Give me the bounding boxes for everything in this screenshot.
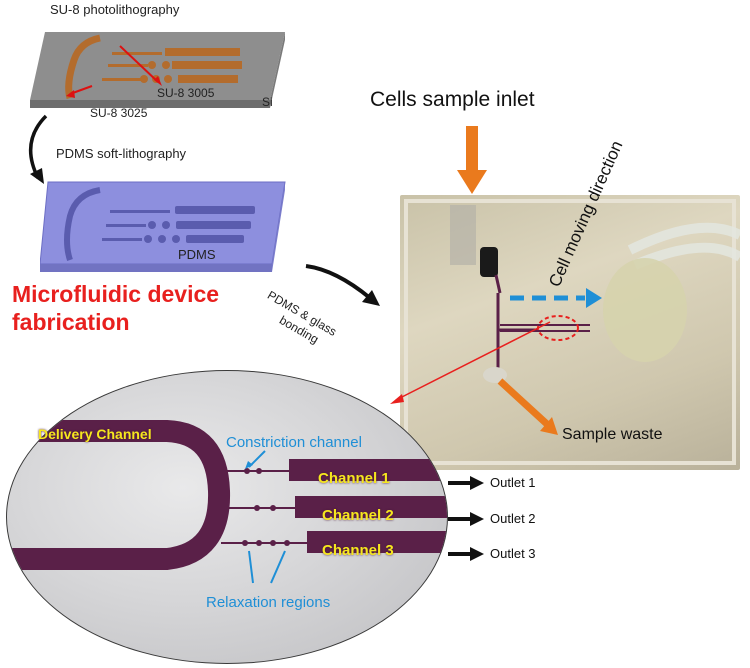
delivery-channel-label: Delivery Channel [38,426,152,442]
constriction-channel-label: Constriction channel [226,434,362,451]
microscope-channels-illustration [7,420,447,584]
sample-waste-label: Sample waste [562,426,663,443]
relaxation-regions-label: Relaxation regions [206,594,331,611]
channel-2-label: Channel 2 [322,507,394,524]
outlet-2-label: Outlet 2 [490,511,536,526]
su8-photolithography-label: SU-8 photolithography [50,2,180,17]
pdms-label: PDMS [178,247,216,262]
curved-arrow-down-icon [28,114,48,184]
outlet-2-arrow-icon [470,512,484,526]
outlet-arrows [448,476,484,561]
su8-3005-label: SU-8 3005 [157,86,215,100]
si-wafer-illustration [30,32,285,108]
device-photo [400,195,740,470]
channel-1-label: Channel 1 [318,470,390,487]
pdms-chip-illustration [40,181,286,272]
inlet-arrow-icon [457,126,487,194]
zoom-pointer-line [390,321,551,404]
bonding-arrow-icon [305,264,380,306]
cells-sample-inlet-label: Cells sample inlet [370,88,535,111]
fabrication-title-line2: fabrication [12,309,130,335]
fabrication-title-line1: Microfluidic device [12,281,220,307]
outlet-3-arrow-icon [470,547,484,561]
pdms-soft-lithography-label: PDMS soft-lithography [56,146,187,161]
microscope-view [6,370,448,664]
outlet-3-label: Outlet 3 [490,546,536,561]
si-label: Si [262,95,273,109]
outlet-1-arrow-icon [470,476,484,490]
channel-3-label: Channel 3 [322,542,394,559]
device-photo-illustration [404,199,740,465]
outlet-1-label: Outlet 1 [490,475,536,490]
su8-3025-label: SU-8 3025 [90,106,148,120]
